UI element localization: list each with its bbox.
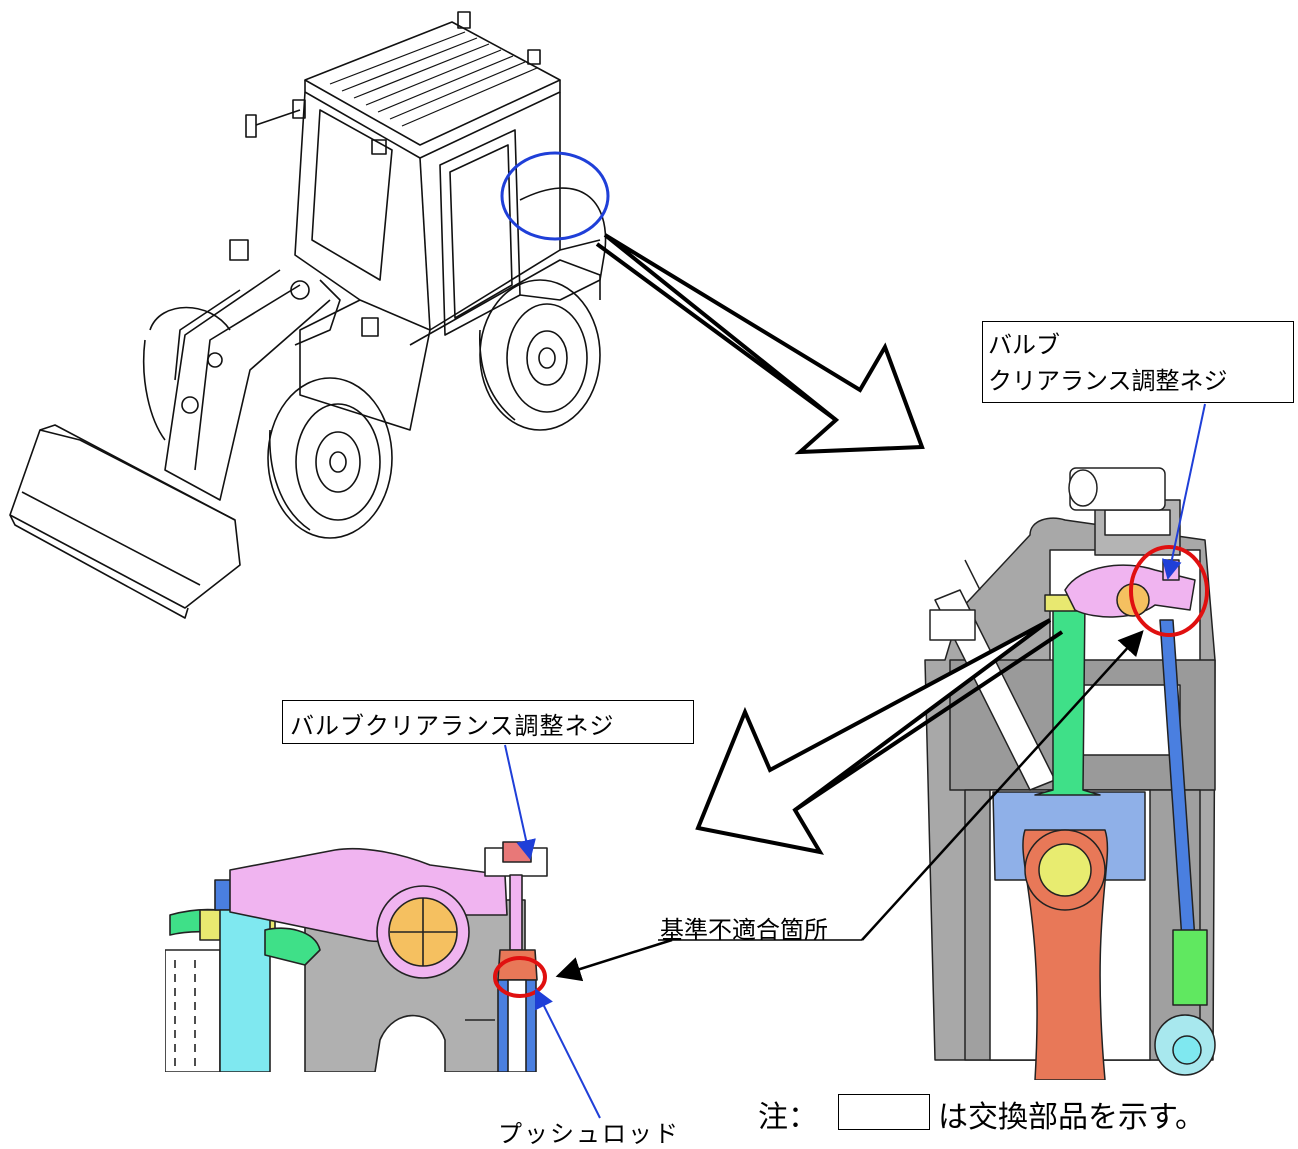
leader-pushrod	[535, 988, 601, 1119]
leader-valve-screw-left	[504, 744, 536, 860]
zoom-arrow-to-engine	[603, 233, 925, 455]
pushrod-label: プッシュロッド	[498, 1120, 680, 1148]
rocker-detail-diagram	[165, 841, 548, 1072]
valve-screw-label-box-right	[982, 321, 1294, 403]
valve-screw-label-right-line1: バルブ	[988, 331, 1060, 359]
nonconforming-location-label: 基準不適合箇所	[660, 916, 828, 944]
leader-nonconforming-engine	[861, 630, 1144, 941]
note-suffix: は交換部品を示す。	[938, 1100, 1205, 1135]
valve-screw-label-box-left	[282, 700, 694, 744]
valve-screw-label-left: バルブクリアランス調整ネジ	[290, 712, 615, 740]
replacement-part-legend-box	[838, 1094, 930, 1130]
leader-nonconforming-detail	[555, 938, 673, 982]
zoom-arrow-to-detail	[695, 618, 1052, 855]
wheel-loader-illustration	[9, 11, 607, 619]
engine-location-highlight	[500, 151, 610, 241]
adjusting-screw-highlight-engine	[1129, 545, 1209, 637]
leader-valve-screw-right	[1161, 403, 1206, 580]
adjusting-screw-highlight-detail	[493, 956, 547, 998]
valve-screw-label-right-line2: クリアランス調整ネジ	[988, 367, 1228, 395]
note-prefix: 注：	[758, 1100, 818, 1135]
